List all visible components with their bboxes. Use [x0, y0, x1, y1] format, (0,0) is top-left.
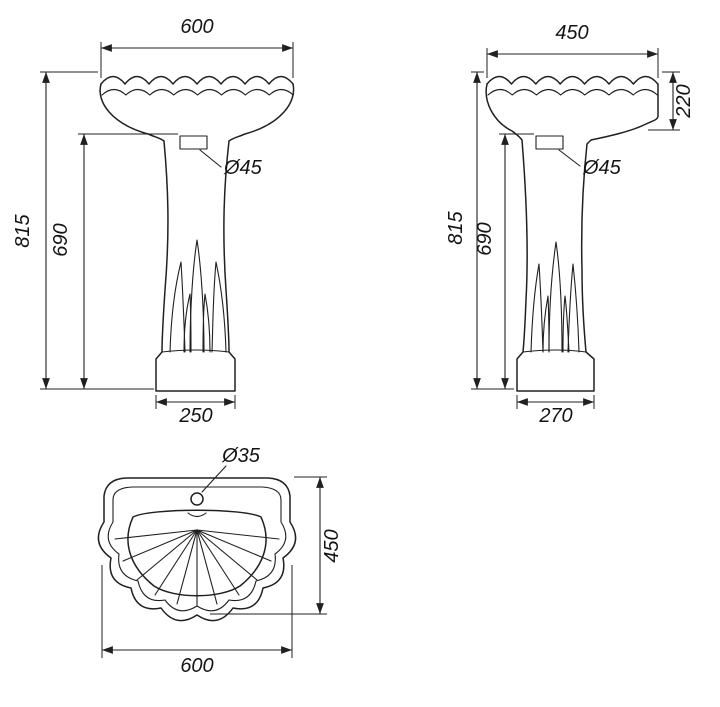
plan-tap-hole-label: Ø35 [221, 445, 261, 467]
side-pedestal-height-label: 690 [474, 222, 496, 255]
front-overall-height-dimension: 815 [12, 71, 154, 390]
side-hole-leader-line [558, 149, 581, 167]
side-overflow-slot [535, 135, 564, 150]
side-pedestal-height-dimension: 690 [474, 133, 534, 389]
plan-bowl-overflow-notch [187, 512, 207, 518]
front-basin-scallop-outer [100, 75, 294, 85]
front-base-top-line [161, 349, 230, 353]
side-pedestal-leaf-ornament [530, 241, 580, 353]
front-base-width-label: 250 [178, 405, 212, 427]
front-view: Ø45 600 815 690 [12, 16, 295, 427]
side-depth-label: 450 [555, 22, 588, 44]
plan-shell-rib-lines [114, 529, 280, 607]
side-basin-height-dimension: 220 [648, 71, 695, 131]
plan-bowl-outline [127, 509, 267, 597]
front-pedestal-height-label: 690 [50, 223, 72, 256]
side-base-top-line [522, 349, 587, 353]
front-basin-scallop-inner [101, 88, 294, 96]
front-width-dimension: 600 [100, 16, 294, 78]
side-base-depth-label: 270 [538, 405, 572, 427]
plan-depth-label: 450 [321, 529, 343, 562]
side-base-depth-dimension: 270 [516, 395, 595, 427]
side-overall-height-label: 815 [445, 210, 467, 244]
front-pedestal-leaf-ornament [169, 239, 227, 353]
side-basin-scallop-inner [487, 88, 658, 96]
plan-tap-hole [190, 492, 204, 506]
plan-width-dimension: 600 [101, 565, 293, 677]
front-overall-height-label: 815 [12, 213, 34, 247]
side-overall-height-dimension: 815 [445, 71, 514, 390]
plan-outer-outline [97, 477, 297, 622]
front-silhouette [99, 83, 295, 392]
plan-view: Ø35 450 600 [97, 445, 343, 677]
side-hole-diameter-label: Ø45 [582, 157, 622, 179]
side-basin-height-label: 220 [673, 84, 695, 118]
front-overflow-slot [179, 135, 208, 150]
side-basin-scallop-outer [486, 75, 659, 85]
side-depth-dimension: 450 [486, 22, 659, 78]
plan-depth-dimension: 450 [210, 476, 343, 615]
plan-width-label: 600 [180, 655, 213, 677]
side-view: Ø45 450 220 815 690 [445, 22, 695, 427]
plan-tap-hole-leader-line [201, 465, 227, 493]
front-base-width-dimension: 250 [155, 395, 236, 427]
side-silhouette [485, 83, 659, 392]
front-hole-diameter-label: Ø45 [223, 157, 263, 179]
front-pedestal-height-dimension: 690 [50, 133, 178, 389]
front-width-label: 600 [180, 16, 213, 38]
front-hole-leader-line [199, 149, 222, 168]
